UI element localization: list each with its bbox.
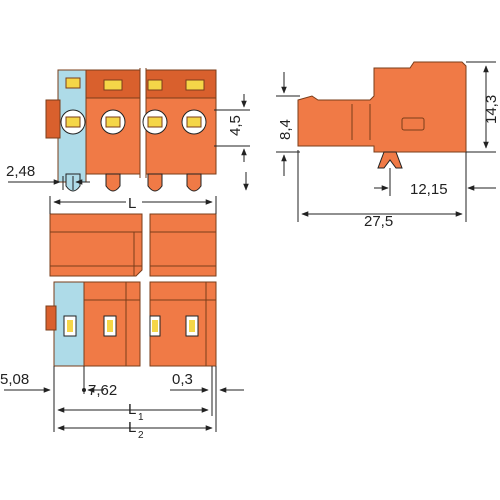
top-side-clip <box>45 305 57 331</box>
dim-label-length-1-sub: 1 <box>138 412 144 423</box>
pin <box>186 173 202 192</box>
latch-tab <box>65 77 81 89</box>
dim-pitch-end: 5,08 <box>0 371 104 393</box>
dim-label-pitch: 7,62 <box>88 382 117 399</box>
dim-pitch: 7,62 <box>82 382 117 399</box>
top-view <box>45 213 217 367</box>
side-view <box>297 61 467 169</box>
dim-label-length: L <box>128 195 136 212</box>
dim-length-1: L 1 <box>57 401 209 423</box>
dim-label-length-2-sub: 2 <box>138 430 144 441</box>
dim-length-top: L <box>49 195 217 214</box>
latch-tab <box>185 79 205 91</box>
dim-pin-depth: 12,15 <box>374 152 496 198</box>
pin <box>105 173 121 192</box>
front-housing-right <box>149 281 217 367</box>
side-clip <box>45 99 61 139</box>
wire-slot <box>149 315 161 337</box>
dim-body-height: 8,4 <box>276 72 300 176</box>
dim-label-length-1: L <box>128 401 136 418</box>
rear-housing-left <box>49 213 143 277</box>
front-view <box>45 68 217 192</box>
latch-tab <box>103 79 123 91</box>
screw-icon <box>181 109 207 135</box>
dim-label-body-height: 8,4 <box>277 119 294 140</box>
dim-label-offset: 0,3 <box>172 371 193 388</box>
screw-icon <box>142 109 168 135</box>
dim-total-height: 14,3 <box>466 61 500 153</box>
dim-label-pin-depth: 12,15 <box>410 181 448 198</box>
dim-label-length-2: L <box>128 419 136 436</box>
dim-end-offset: 2,48 <box>6 163 90 190</box>
dim-label-screw-height: 4,5 <box>227 115 244 136</box>
side-pin <box>377 151 403 169</box>
side-latch-window <box>401 117 425 131</box>
dim-label-pitch-end: 5,08 <box>0 371 29 388</box>
screw-icon <box>100 109 126 135</box>
wire-slot <box>103 315 117 337</box>
dim-total-depth: 27,5 <box>297 150 467 230</box>
wire-slot <box>185 315 199 337</box>
dim-label-total-depth: 27,5 <box>364 213 393 230</box>
screw-icon <box>60 109 86 135</box>
latch-tab <box>147 79 163 91</box>
dim-screw-height: 4,5 <box>214 94 250 191</box>
dim-length-2: L 2 <box>57 419 213 441</box>
pin <box>147 173 163 192</box>
side-housing <box>297 61 467 153</box>
dim-label-end-offset: 2,48 <box>6 163 35 180</box>
rear-housing-right <box>149 213 217 277</box>
dim-offset: 0,3 <box>170 371 244 393</box>
wire-slot <box>63 315 77 337</box>
dim-label-total-height: 14,3 <box>483 95 500 124</box>
